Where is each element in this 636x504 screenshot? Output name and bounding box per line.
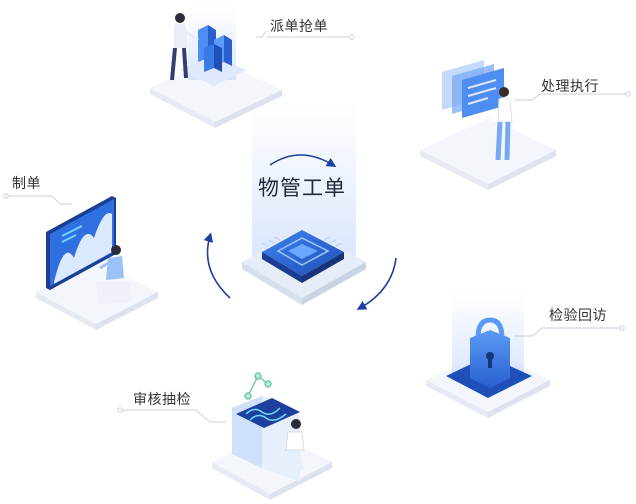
center-chip-group — [242, 100, 366, 305]
person-figure — [170, 13, 199, 81]
network-node-icon — [244, 372, 272, 400]
chart-board-icon — [46, 196, 116, 290]
person-figure — [96, 245, 132, 304]
center-title: 物管工单 — [258, 176, 346, 200]
step-audit-illustration — [212, 372, 332, 500]
arrow-left — [203, 232, 231, 299]
step-review-illustration — [426, 290, 550, 418]
chip-icon — [261, 230, 344, 283]
step-label-process: 处理执行 — [541, 79, 599, 95]
leader-create — [6, 195, 72, 205]
leader-audit — [120, 409, 226, 423]
leader-process — [514, 93, 628, 101]
step-dispatch-illustration — [150, 5, 282, 128]
leader-dots — [3, 34, 631, 413]
person-figure — [495, 87, 513, 161]
person-figure — [278, 419, 305, 470]
step-create-illustration — [36, 196, 158, 330]
wave-monitor-icon — [236, 398, 300, 428]
step-label-dispatch: 派单抢单 — [270, 19, 328, 35]
leader-dispatch-left — [256, 30, 267, 38]
leader-review — [514, 327, 622, 337]
step-label-audit: 审核抽检 — [133, 392, 191, 408]
arrow-top — [269, 154, 337, 167]
building-blocks-icon — [198, 25, 232, 72]
step-label-create: 制单 — [12, 176, 41, 192]
cycle-arrows — [203, 154, 397, 310]
padlock-icon — [470, 317, 510, 388]
step-process-illustration — [420, 60, 556, 190]
step-label-review: 检验回访 — [549, 308, 607, 324]
arrow-right — [356, 257, 397, 310]
document-stack-icon — [442, 60, 504, 118]
leader-lines — [6, 30, 628, 423]
